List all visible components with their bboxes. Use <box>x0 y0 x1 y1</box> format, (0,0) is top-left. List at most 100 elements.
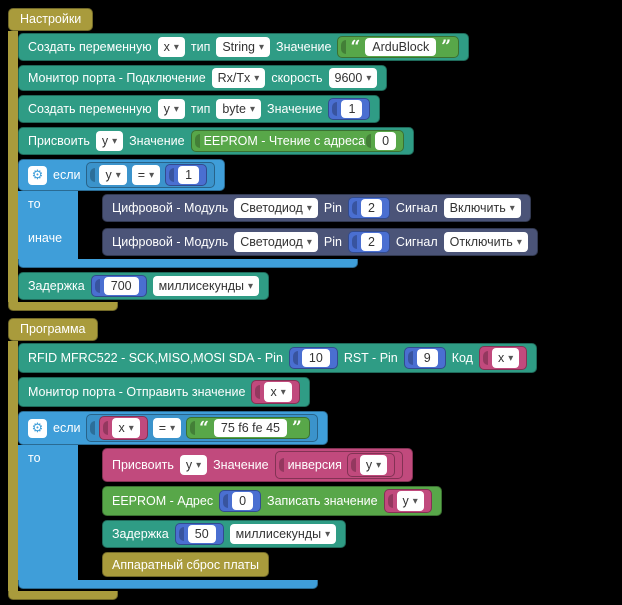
compare-block[interactable]: x = “ 75 f6 fe 45 ” <box>86 414 318 442</box>
hardware-reset-block[interactable]: Аппаратный сброс платы <box>102 552 270 577</box>
rfid-block[interactable]: RFID MFRC522 - SCK,MISO,MOSI SDA - Pin 1… <box>18 343 538 373</box>
address-field[interactable]: 0 <box>375 132 397 150</box>
assign-variable-block[interactable]: Присвоить y Значение инверсия y <box>102 448 414 482</box>
dropdown-arrow-icon <box>248 277 253 295</box>
code-label: Код <box>451 351 473 365</box>
variable-value-block[interactable]: y <box>383 489 432 513</box>
rst-pin-field[interactable]: 9 <box>416 349 438 367</box>
sda-pin-field[interactable]: 10 <box>301 349 330 367</box>
variable-value-block[interactable]: y <box>346 453 396 477</box>
unit-dropdown[interactable]: миллисекунды <box>229 524 337 544</box>
variable-value-block[interactable]: x <box>99 416 148 440</box>
variable-dropdown[interactable]: y <box>157 99 185 119</box>
number-value-block[interactable]: 50 <box>174 523 224 545</box>
create-variable-x-block[interactable]: Создать переменную x тип String Значение… <box>18 33 470 61</box>
dropdown-value: y <box>163 102 170 116</box>
gear-icon[interactable] <box>28 165 47 185</box>
number-field[interactable]: 1 <box>178 166 200 184</box>
serial-connect-block[interactable]: Монитор порта - Подключение Rx/Tx скорос… <box>18 65 388 91</box>
dropdown-value: x <box>270 385 277 399</box>
type-dropdown[interactable]: byte <box>216 99 262 119</box>
delay-block[interactable]: Задержка 50 миллисекунды <box>102 520 347 548</box>
unit-dropdown[interactable]: миллисекунды <box>152 276 260 296</box>
module-dropdown[interactable]: Светодиод <box>234 232 318 252</box>
pin-field[interactable]: 2 <box>360 199 382 217</box>
signal-dropdown[interactable]: Включить <box>443 198 521 218</box>
variable-value-block[interactable]: x <box>478 346 528 370</box>
socket-notch <box>223 494 229 508</box>
if-block[interactable]: если x = “ 75 f6 fe 45 <box>18 411 442 589</box>
module-dropdown[interactable]: Светодиод <box>234 198 318 218</box>
assign-variable-block[interactable]: Присвоить y Значение EEPROM - Чтение с а… <box>18 127 415 155</box>
close-quote: ” <box>441 37 452 57</box>
type-dropdown[interactable]: String <box>216 37 271 57</box>
open-quote: “ <box>350 37 361 57</box>
number-value-block[interactable]: 1 <box>165 164 208 186</box>
string-value-block[interactable]: “ 75 f6 fe 45 ” <box>186 417 310 439</box>
number-value-block[interactable]: 9 <box>403 347 446 369</box>
number-field[interactable]: 1 <box>341 100 363 118</box>
compare-left-dropdown[interactable]: y <box>99 165 127 185</box>
variable-dropdown[interactable]: x <box>491 348 520 368</box>
number-value-block[interactable]: 10 <box>288 347 338 369</box>
delay-field[interactable]: 700 <box>103 277 139 295</box>
dropdown-arrow-icon <box>149 166 154 184</box>
number-value-block[interactable]: 2 <box>347 197 390 219</box>
variable-dropdown[interactable]: y <box>179 455 208 475</box>
if-header[interactable]: если y = 1 <box>18 159 226 191</box>
pin-field[interactable]: 2 <box>360 233 382 251</box>
variable-dropdown[interactable]: y <box>359 455 388 475</box>
settings-header-block[interactable]: Настройки <box>8 8 94 31</box>
dropdown-arrow-icon <box>196 456 201 474</box>
dropdown-value: y <box>402 494 409 508</box>
variable-dropdown[interactable]: x <box>264 382 292 402</box>
number-value-block[interactable]: 1 <box>328 98 371 120</box>
socket-notch <box>278 458 284 472</box>
if-label: если <box>53 168 81 182</box>
then-arm: то <box>18 191 78 225</box>
assign-label: Присвоить <box>112 458 174 472</box>
address-field[interactable]: 0 <box>232 492 254 510</box>
socket-notch <box>387 494 393 508</box>
number-value-block[interactable]: 0 <box>219 490 262 512</box>
baud-dropdown[interactable]: 9600 <box>328 68 378 88</box>
eeprom-write-block[interactable]: EEPROM - Адрес 0 Записать значение y <box>102 486 442 516</box>
variable-dropdown[interactable]: x <box>112 418 140 438</box>
blockly-workspace: Настройки Создать переменную x тип Strin… <box>8 8 614 600</box>
if-block[interactable]: если y = 1 то <box>18 159 538 268</box>
number-value-block[interactable]: 700 <box>90 275 147 297</box>
inversion-block[interactable]: инверсия y <box>274 451 404 479</box>
signal-dropdown[interactable]: Отключить <box>443 232 528 252</box>
else-arm: иначе <box>18 225 78 259</box>
variable-dropdown[interactable]: y <box>396 491 424 511</box>
if-foot <box>18 580 318 589</box>
create-variable-y-block[interactable]: Создать переменную y тип byte Значение 1 <box>18 95 381 123</box>
dropdown-arrow-icon <box>129 419 134 437</box>
if-header[interactable]: если x = “ 75 f6 fe 45 <box>18 411 328 445</box>
eeprom-read-block[interactable]: EEPROM - Чтение с адреса 0 <box>190 130 405 152</box>
digital-module-block[interactable]: Цифровой - Модуль Светодиод Pin 2 Сигнал… <box>102 194 531 222</box>
delay-field[interactable]: 50 <box>187 525 216 543</box>
operator-dropdown[interactable]: = <box>152 418 182 438</box>
operator-dropdown[interactable]: = <box>131 165 161 185</box>
dropdown-arrow-icon <box>112 132 117 150</box>
gear-icon[interactable] <box>28 418 47 438</box>
dropdown-arrow-icon <box>174 100 179 118</box>
variable-dropdown[interactable]: y <box>95 131 124 151</box>
variable-value-block[interactable]: x <box>251 380 300 404</box>
port-dropdown[interactable]: Rx/Tx <box>211 68 266 88</box>
socket-notch <box>292 351 298 365</box>
string-field[interactable]: 75 f6 fe 45 <box>213 419 287 437</box>
variable-dropdown[interactable]: x <box>157 37 185 57</box>
program-header-block[interactable]: Программа <box>8 318 98 341</box>
socket-notch <box>194 134 200 148</box>
socket-notch <box>90 168 96 182</box>
number-value-block[interactable]: 2 <box>347 231 390 253</box>
compare-block[interactable]: y = 1 <box>86 162 216 188</box>
digital-module-block[interactable]: Цифровой - Модуль Светодиод Pin 2 Сигнал… <box>102 228 538 256</box>
string-value-block[interactable]: “ ArduBlock ” <box>337 36 460 58</box>
delay-block[interactable]: Задержка 700 миллисекунды <box>18 272 270 300</box>
serial-send-block[interactable]: Монитор порта - Отправить значение x <box>18 377 310 407</box>
dropdown-value: Светодиод <box>240 235 303 249</box>
string-field[interactable]: ArduBlock <box>365 38 437 56</box>
